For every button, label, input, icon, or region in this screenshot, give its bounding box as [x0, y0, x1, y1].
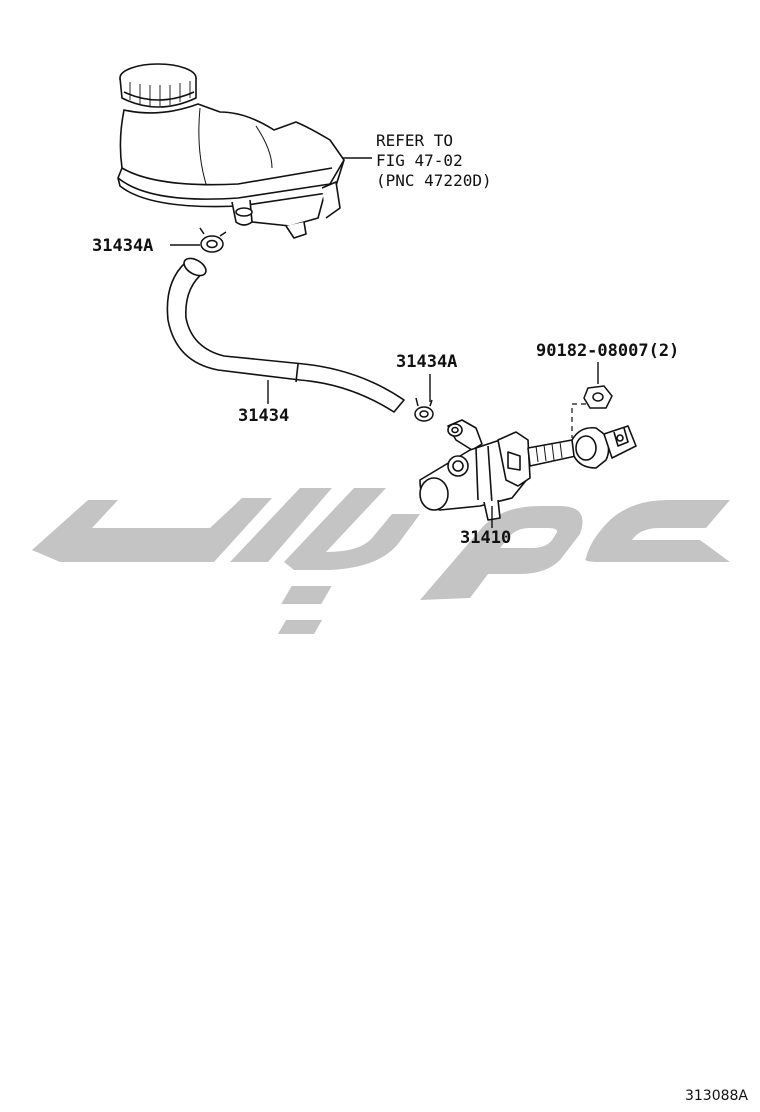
reservoir-tank	[117, 63, 345, 239]
watermark-logo	[32, 488, 730, 634]
clutch-master-cylinder	[419, 419, 637, 521]
refer-note-line3: (PNC 47220D)	[376, 171, 492, 190]
clamp-upper	[199, 227, 227, 253]
refer-note-line1: REFER TO	[376, 131, 454, 150]
nut	[583, 385, 613, 409]
clamp-lower	[414, 397, 434, 422]
callout-master-cylinder: 31410	[460, 528, 512, 548]
callout-clamp-lower: 31434A	[396, 352, 458, 372]
callout-hose: 31434	[238, 406, 290, 426]
refer-note-line2: FIG 47-02	[376, 151, 463, 170]
figure-code: 313088A	[684, 1088, 748, 1104]
callout-nut: 90182-08007(2)	[536, 341, 680, 361]
callout-clamp-upper: 31434A	[92, 236, 154, 256]
nut-dash-line	[571, 403, 586, 438]
reservoir-hose	[166, 257, 405, 413]
